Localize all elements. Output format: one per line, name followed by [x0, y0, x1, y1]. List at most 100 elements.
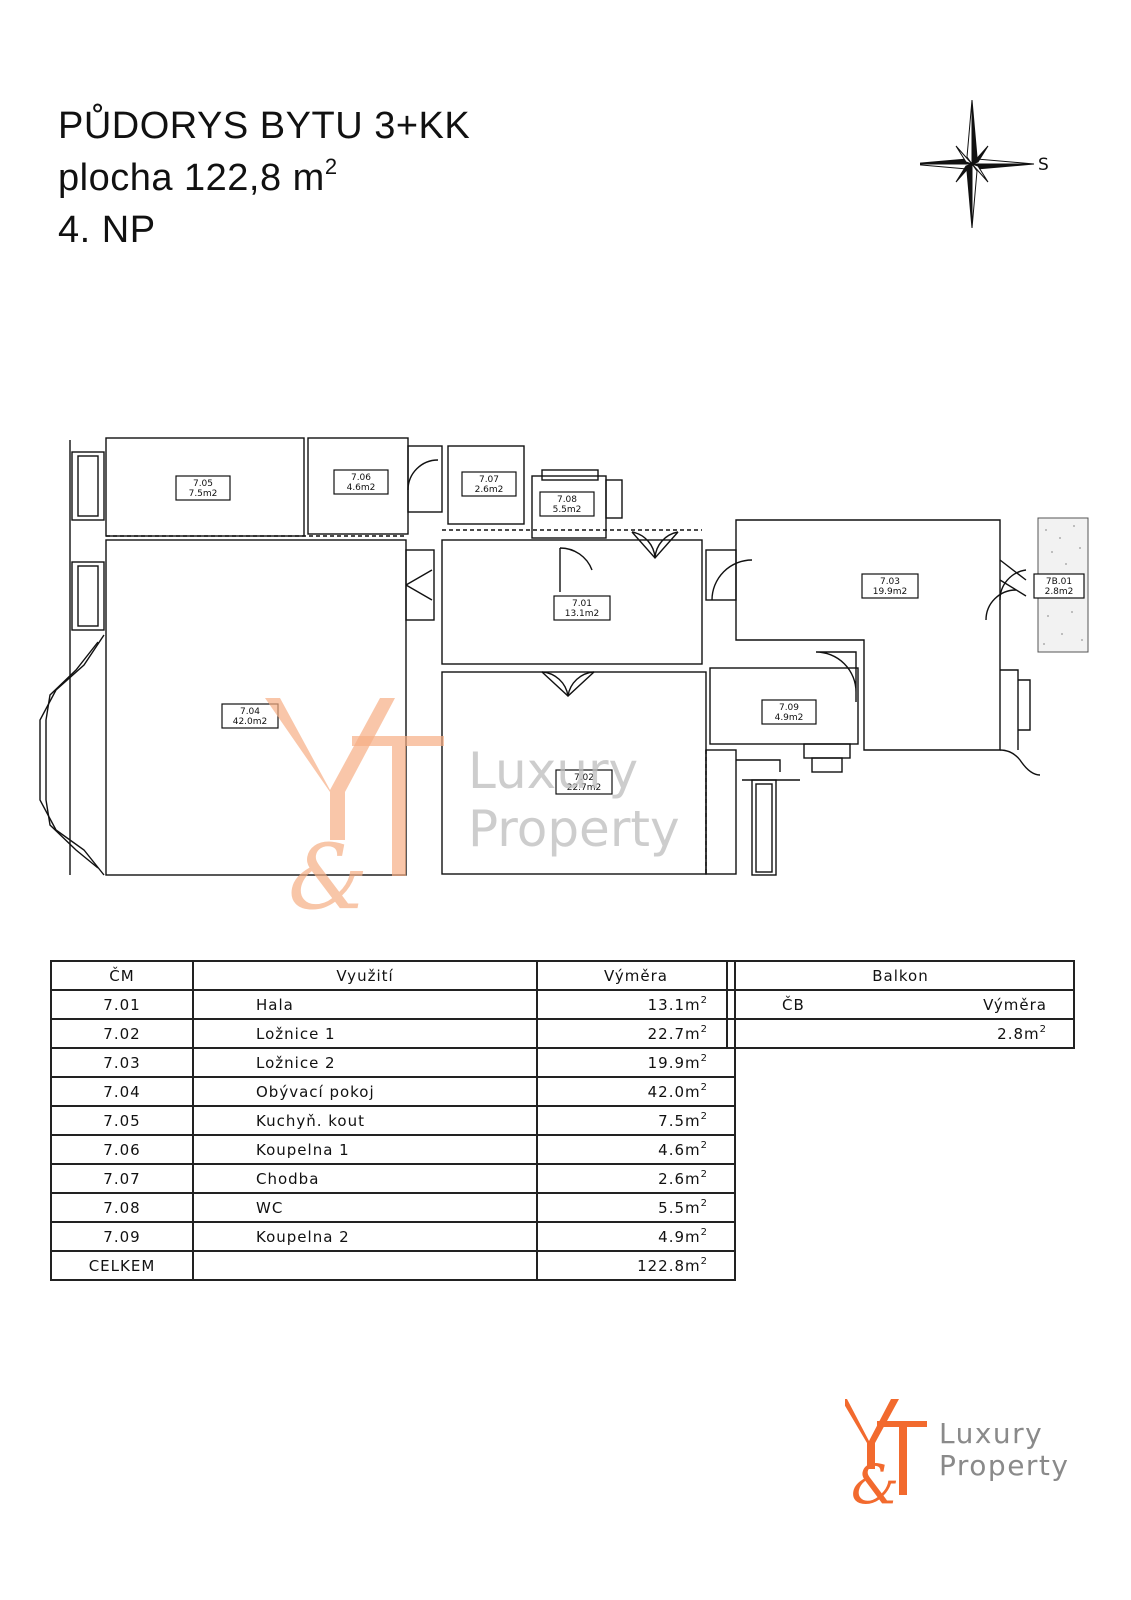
cell-number: 7.06: [50, 1134, 194, 1165]
logo-line2: Property: [939, 1449, 1070, 1482]
area-text: plocha 122,8 m: [58, 157, 325, 199]
area-unit-sup: 2: [700, 1081, 708, 1093]
cell-number: 7.08: [50, 1192, 194, 1223]
area-value: 122.8m: [637, 1256, 701, 1275]
area-value: 22.7m: [647, 1024, 701, 1043]
area-value: 19.9m: [647, 1053, 701, 1072]
balcony-value-cell: 2.8m2: [726, 1018, 1075, 1049]
logo-line1: Luxury: [939, 1417, 1044, 1450]
balcony-col-area: Výměra: [888, 989, 1075, 1020]
watermark-ampersand-icon: &: [288, 825, 368, 920]
room-area: 5.5m2: [553, 505, 582, 515]
svg-text:&: &: [851, 1453, 899, 1510]
brand-logo: & Luxury Property: [845, 1395, 1085, 1510]
area-unit-sup: 2: [700, 1226, 708, 1238]
area-value: 13.1m: [647, 995, 701, 1014]
cell-area: 2.6m2: [536, 1163, 736, 1194]
header-use: Využití: [192, 960, 538, 991]
header-number: ČM: [50, 960, 194, 991]
room-area: 19.9m2: [873, 587, 908, 597]
cell-area: 4.9m2: [536, 1221, 736, 1252]
cell-area: 5.5m2: [536, 1192, 736, 1223]
cell-use: Kuchyň. kout: [192, 1105, 538, 1136]
room-id: 7.08: [557, 495, 577, 505]
room-id: 7.05: [193, 479, 213, 489]
room-area: 7.5m2: [189, 489, 218, 499]
watermark-word1: Luxury: [468, 742, 638, 800]
room-id: 7.04: [240, 707, 260, 717]
floor-plan: 7.057.5m27.064.6m27.072.6m27.085.5m27.01…: [39, 437, 1089, 920]
area-value: 2.6m: [658, 1169, 701, 1188]
cell-area: 22.7m2: [536, 1018, 736, 1049]
room-label-box: [1033, 573, 1085, 599]
area-value: 4.9m: [658, 1227, 701, 1246]
area-unit-sup: 2: [700, 1139, 708, 1151]
cell-use: Chodba: [192, 1163, 538, 1194]
cell-number: 7.01: [50, 989, 194, 1020]
yt-logo-icon: &: [845, 1399, 927, 1510]
area-unit-sup: 2: [700, 1168, 708, 1180]
room-area: 42.0m2: [233, 717, 268, 727]
room-id: 7B.01: [1046, 577, 1072, 587]
area-sup: 2: [324, 154, 338, 179]
area-unit-sup: 2: [700, 1110, 708, 1122]
room-id: 7.07: [479, 475, 499, 485]
cell-use: Ložnice 2: [192, 1047, 538, 1078]
cell-area: 13.1m2: [536, 989, 736, 1020]
balcony-title: Balkon: [726, 960, 1075, 991]
cell-use: Ložnice 1: [192, 1018, 538, 1049]
cell-use: WC: [192, 1192, 538, 1223]
room-label-box: [861, 573, 919, 599]
cell-use: Koupelna 2: [192, 1221, 538, 1252]
floor-label: 4. NP: [58, 209, 156, 251]
area-value: 5.5m: [658, 1198, 701, 1217]
compass-label: S: [1038, 155, 1049, 175]
room-id: 7.06: [351, 473, 371, 483]
room-area: 4.9m2: [775, 713, 804, 723]
area-unit-sup: 2: [700, 1197, 708, 1209]
room-label-box: [175, 475, 231, 501]
room-label-box: [333, 469, 389, 495]
area-unit-sup: 2: [700, 1023, 708, 1035]
title-block: PŮDORYS BYTU 3+KK plocha 122,8 m2 4. NP: [58, 100, 470, 256]
room-label-box: [555, 769, 613, 795]
room-id: 7.03: [880, 577, 900, 587]
room-label-box: [761, 699, 817, 725]
area-value: 4.6m: [658, 1140, 701, 1159]
room-label-box: [553, 595, 611, 621]
balcony-value: 2.8m: [997, 1024, 1040, 1043]
area-unit-sup: 2: [700, 1052, 708, 1064]
cell-number: 7.05: [50, 1105, 194, 1136]
cell-use: Obývací pokoj: [192, 1076, 538, 1107]
balcony-unit-sup: 2: [1039, 1023, 1047, 1035]
room-id: 7.09: [779, 703, 799, 713]
rooms-table-header: ČM Využití Výměra: [50, 960, 736, 991]
balcony-table: Balkon ČB Výměra 2.8m2: [725, 960, 1075, 1049]
room-labels: 7.057.5m27.064.6m27.072.6m27.085.5m27.01…: [175, 469, 1085, 795]
cell-area: 42.0m2: [536, 1076, 736, 1107]
cell-use: Hala: [192, 989, 538, 1020]
room-label-box: [539, 491, 595, 517]
cell-number: 7.04: [50, 1076, 194, 1107]
room-area: 4.6m2: [347, 483, 376, 493]
cell-number: 7.03: [50, 1047, 194, 1078]
watermark: & Luxury Property: [265, 698, 680, 920]
balcony-col-number: ČB: [725, 989, 889, 1020]
cell-number: 7.07: [50, 1163, 194, 1194]
watermark-word2: Property: [468, 800, 680, 858]
cell-use: [192, 1250, 538, 1281]
area-value: 7.5m: [658, 1111, 701, 1130]
compass-icon: S: [920, 100, 1049, 229]
cell-number: 7.09: [50, 1221, 194, 1252]
